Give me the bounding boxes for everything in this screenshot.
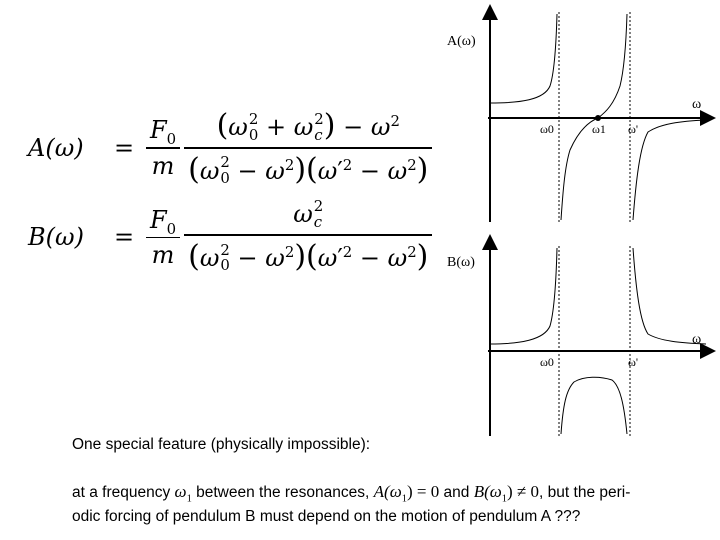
equation-B-equals: = [113, 223, 135, 252]
graph-A-ylabel: A(ω) [447, 34, 476, 49]
graph-A-tick-omega-prime: ω' [628, 122, 638, 136]
graph-B-curve-right [632, 247, 707, 345]
graph-A-curve-right [632, 119, 707, 221]
graph-A-curve-middle [560, 13, 628, 221]
caption-heading: One special feature (physically impossib… [72, 436, 370, 454]
graph-B-ylabel: B(ω) [447, 255, 475, 270]
equation-B-lhs: B(ω) [28, 223, 84, 252]
caption-line2: odic forcing of pendulum B must depend o… [72, 508, 581, 525]
graph-A-zero-point [595, 115, 601, 121]
graph-A-curve-left [489, 13, 558, 104]
graph-A-tick-omega0: ω0 [540, 122, 554, 136]
equation-A-equals: = [113, 133, 135, 162]
equation-A-prefactor: F0 m [146, 116, 181, 180]
caption-line1: at a frequency ω1 between the resonances… [72, 482, 631, 505]
graph-B-curve-left [489, 247, 558, 345]
graph-A-tick-omega1: ω1 [592, 122, 606, 136]
equation-B-prefactor: F0 m [146, 206, 181, 269]
graph-B-tick-omega-prime: ω' [628, 355, 638, 369]
graph-B-xlabel: ω [692, 332, 701, 347]
graph-B-curve-middle [560, 376, 628, 435]
caption-heading-text: One special feature (physically impossib… [72, 436, 371, 453]
equation-A-lhs: A(ω) [28, 133, 84, 162]
graph-A-xlabel: ω [692, 97, 701, 112]
graph-B-tick-omega0: ω0 [540, 355, 554, 369]
